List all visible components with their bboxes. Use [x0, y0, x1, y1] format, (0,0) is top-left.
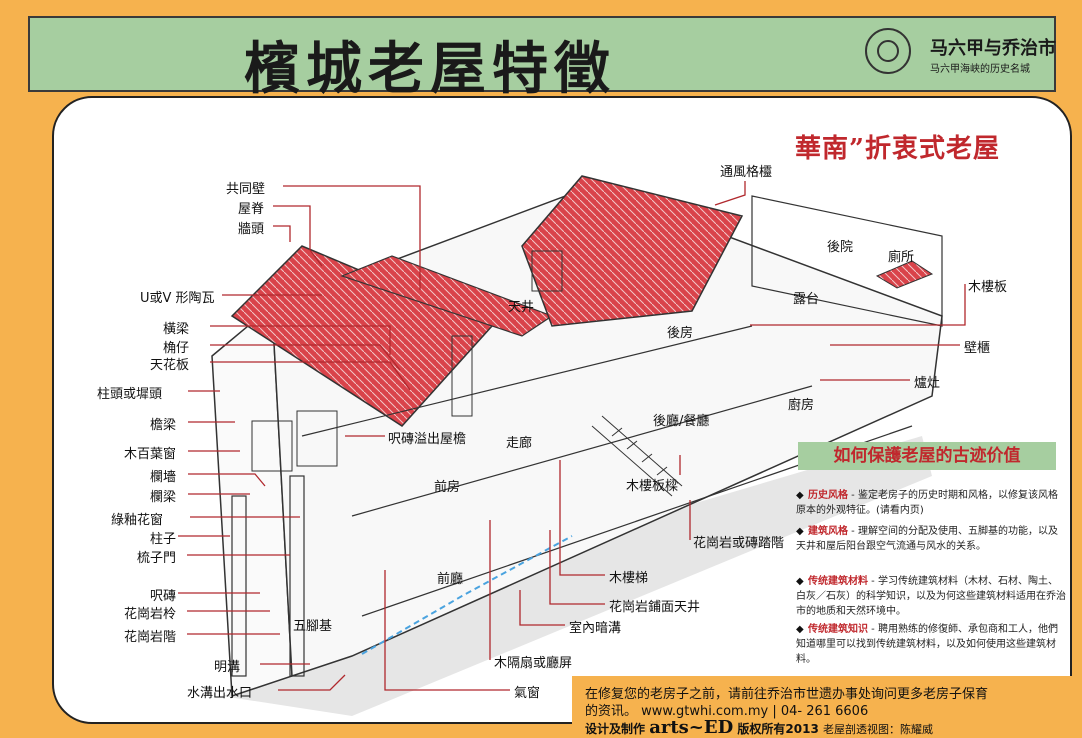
label-five-foot-way: 五腳基 [293, 619, 333, 634]
label-overhang-tile: 呎磚溢出屋檐 [388, 432, 467, 447]
label-ventilation-grille: 通風格欞 [720, 165, 773, 180]
care-item-text: - 鉴定老房子的历史时期和风格，以修复该风格原本的外观特征。(请看内页) [796, 490, 1058, 516]
label-drain-outlet: 水溝出水口 [187, 686, 253, 701]
label-balustrade-wall: 欄墻 [150, 470, 177, 485]
title-banner: 檳城老屋特徵 马六甲与乔治市 马六甲海峡的历史名城 [28, 16, 1056, 102]
label-stove: 爐灶 [914, 376, 941, 391]
shutters [251, 250, 563, 472]
bullet-icon: ◆ [796, 490, 804, 501]
label-floor-joist: 木樓板樑 [626, 479, 679, 494]
label-floor-tile: 呎磚 [150, 589, 177, 604]
unesco-emblem-inner [877, 40, 899, 62]
label-column: 柱子 [150, 532, 177, 547]
footer-copyright: 版权所有2013 [737, 722, 819, 736]
label-gable-end: 牆頭 [238, 222, 265, 237]
label-wall-cabinet: 壁櫃 [964, 341, 991, 356]
label-granite-kerb: 花崗岩柃 [124, 607, 177, 622]
care-item: ◆ 传统建筑材料 - 学习传统建筑材料（木材、石材、陶土、白灰／石灰）的科学知识，… [796, 574, 1066, 619]
rear-roof [521, 175, 744, 327]
city-subtitle: 马六甲海峡的历史名城 [930, 64, 1030, 75]
toilet-roof [875, 260, 934, 289]
label-rafter: 桷仔 [163, 341, 190, 356]
label-toilet: 廁所 [888, 250, 915, 265]
label-green-glaze-vent: 綠釉花窗 [111, 513, 164, 528]
label-backyard: 後院 [827, 240, 854, 255]
label-front-hall: 前廳 [437, 572, 464, 587]
footer-bg [572, 676, 1072, 737]
label-beam: 橫梁 [163, 322, 190, 337]
label-air-vent: 氣窗 [514, 686, 541, 701]
five-foot-way-columns [231, 475, 305, 677]
care-item-head: 传统建筑知识 [808, 624, 868, 635]
house-illustration [211, 175, 943, 716]
label-granite-airwell: 花崗岩鋪面天井 [609, 600, 701, 615]
label-granite-steps: 花崗岩或磚踏階 [693, 536, 785, 551]
bullet-icon: ◆ [796, 576, 804, 587]
footer-line-3: 设计及制作 arts~ED 版权所有2013 老屋剖透视图：陈耀威 [585, 717, 933, 738]
label-ridge: 屋脊 [238, 202, 265, 217]
brand-logo: arts~ED [649, 717, 734, 738]
backyard-walls [751, 195, 943, 327]
label-terrace: 露台 [793, 292, 820, 307]
label-pintu-pagar: 梳子門 [137, 551, 177, 566]
label-capital: 柱頭或墀頭 [97, 387, 163, 402]
care-item-text: - 聘用熟练的修復師、承包商和工人，他們知道哪里可以找到传统建筑材料，以及如何使… [796, 624, 1058, 665]
label-timber-floor: 木樓板 [968, 280, 1008, 295]
ground-shadow [222, 436, 932, 716]
label-rear-hall: 後廳/餐廳 [653, 414, 710, 429]
label-open-drain: 明溝 [214, 660, 241, 675]
label-indoor-drain: 室內暗溝 [569, 621, 622, 636]
label-front-room: 前房 [434, 480, 461, 495]
care-item: ◆ 建筑风格 - 理解空间的分配及使用、五脚基的功能，以及天井和屋后阳台跟空气流通… [796, 524, 1066, 554]
label-rear-room: 後房 [667, 326, 694, 341]
label-clay-tiles: U或V 形陶瓦 [140, 291, 215, 306]
label-timber-stair: 木樓梯 [609, 571, 649, 586]
diagram-subtitle: 華南”折衷式老屋 [795, 134, 1000, 164]
label-louvre-window: 木百葉窗 [124, 447, 177, 462]
label-timber-screen: 木隔扇或廳屏 [494, 656, 573, 671]
care-item: ◆ 传统建筑知识 - 聘用熟练的修復師、承包商和工人，他們知道哪里可以找到传统建筑… [796, 622, 1066, 667]
unesco-emblem-icon [865, 28, 911, 74]
hidden-drain [361, 535, 573, 655]
care-item-head: 传统建筑材料 [808, 576, 868, 587]
label-corridor: 走廊 [506, 436, 533, 451]
footer-line-1: 在修复您的老房子之前，请前往乔治市世遗办事处询问更多老房子保育 [585, 687, 989, 702]
care-item: ◆ 历史风格 - 鉴定老房子的历史时期和风格，以修复该风格原本的外观特征。(请看内… [796, 488, 1066, 518]
label-granite-step: 花崗岩階 [124, 630, 177, 645]
label-balustrade-beam: 欄梁 [150, 490, 177, 505]
care-item-text: - 理解空间的分配及使用、五脚基的功能，以及天井和屋后阳台跟空气流通与风水的关系… [796, 526, 1058, 552]
label-ceiling: 天花板 [150, 358, 190, 373]
label-common-wall: 共同壁 [226, 182, 266, 197]
city-name: 马六甲与乔治市 [930, 38, 1056, 59]
label-eave-beam: 檐梁 [150, 418, 177, 433]
footer-line-2: 的资讯。 www.gtwhi.com.my | 04- 261 6606 [585, 704, 869, 719]
staircase [591, 415, 683, 497]
care-item-head: 历史风格 [808, 490, 848, 501]
footer-design-label: 设计及制作 [585, 722, 646, 736]
bullet-icon: ◆ [796, 526, 804, 537]
care-item-head: 建筑风格 [808, 526, 848, 537]
care-title: 如何保護老屋的古迹价值 [798, 442, 1056, 470]
bullet-icon: ◆ [796, 624, 804, 635]
footer-credit: 老屋剖透视图：陈耀威 [823, 723, 933, 736]
care-item-text: - 学习传统建筑材料（木材、石材、陶土、白灰／石灰）的科学知识，以及为何这些建筑… [796, 576, 1066, 617]
label-kitchen: 廚房 [788, 398, 815, 413]
label-airwell: 天井 [508, 300, 535, 315]
poster-title: 檳城老屋特徵 [244, 36, 616, 102]
